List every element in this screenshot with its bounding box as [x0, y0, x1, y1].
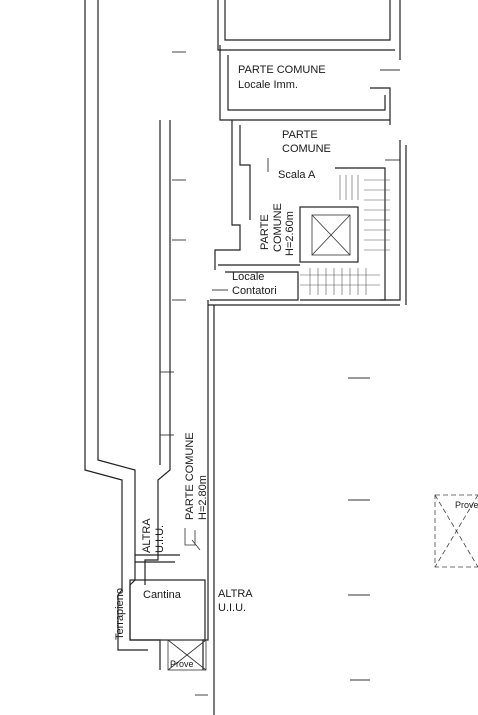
label-prove-right: Prove — [455, 500, 478, 510]
label-prove-bottom: Prove — [170, 659, 194, 669]
label-altra-right: ALTRA — [218, 588, 253, 600]
right-wall-ticks — [348, 377, 370, 681]
label-parte-mid: PARTE — [282, 129, 318, 141]
label-parte-comune-top: PARTE COMUNE — [238, 64, 326, 76]
label-terrapieno: Terrapieno — [114, 588, 126, 640]
stair-block — [299, 167, 390, 301]
label-contatori: Contatori — [232, 285, 277, 297]
contatori-walls — [208, 264, 400, 306]
label-parte-stair: PARTE — [259, 214, 271, 250]
left-outer-wall — [84, 0, 161, 670]
label-scala-a: Scala A — [278, 169, 316, 181]
label-comune-stair: COMUNE — [272, 203, 284, 252]
corridor-ticks — [160, 51, 208, 696]
label-height-stair: H=2.60m — [284, 211, 296, 256]
label-locale: Locale — [232, 271, 264, 283]
prove-box-right — [434, 494, 478, 568]
middle-area-walls — [214, 120, 407, 305]
label-altra-left: ALTRA — [141, 518, 153, 553]
label-comune-mid: COMUNE — [282, 143, 331, 155]
label-corridor-height: H=2.80m — [197, 475, 209, 520]
label-corridor-parte-comune: PARTE COMUNE — [184, 432, 196, 520]
cantina-walls — [129, 528, 207, 671]
label-locale-imm: Locale Imm. — [238, 79, 298, 91]
label-cantina: Cantina — [143, 589, 182, 601]
corridor-left-wall — [144, 120, 171, 585]
label-uiu-right: U.I.U. — [218, 602, 246, 614]
top-room-walls — [217, 0, 401, 125]
label-uiu-left: U.I.U. — [154, 525, 166, 553]
